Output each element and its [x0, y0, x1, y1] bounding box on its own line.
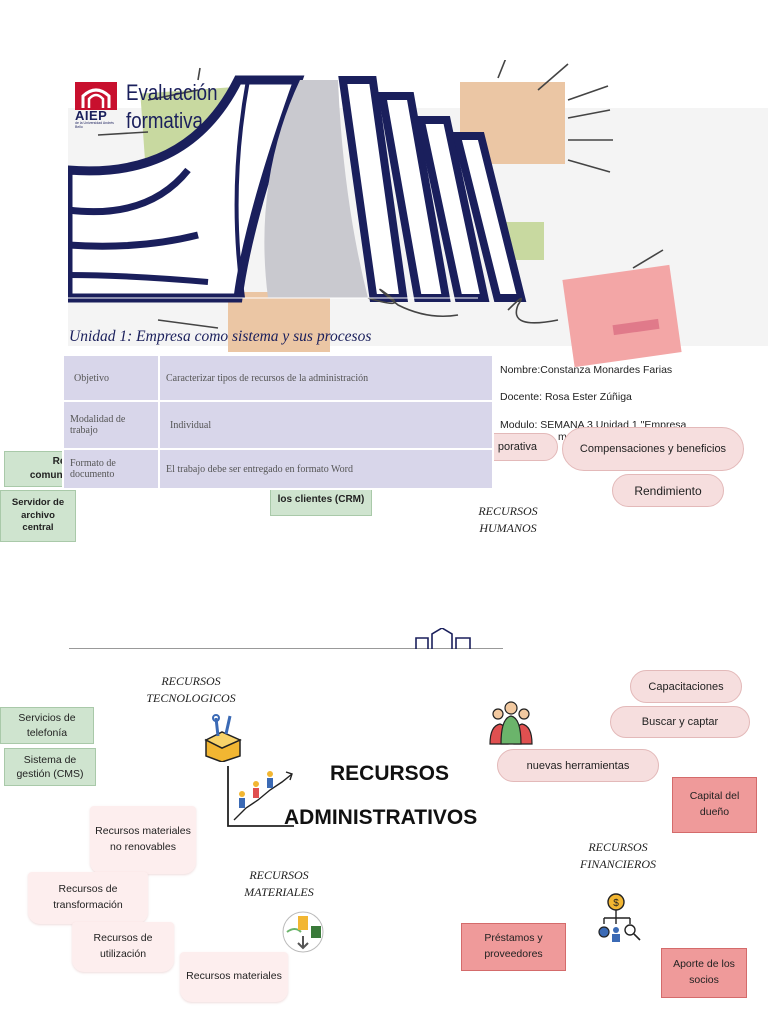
capital-dueno-box: Capital del dueño [672, 777, 757, 833]
materiales-box: Recursos materiales [180, 952, 288, 1002]
aporte-socios-box: Aporte de los socios [661, 948, 747, 998]
building-icon [415, 628, 471, 649]
table-cell-label: Formato de documento [62, 448, 160, 490]
table-cell-value: El trabajo debe ser entregado en formato… [158, 448, 494, 490]
comunicacion-line2: comunic [29, 470, 71, 481]
rendimiento-pill: Rendimiento [612, 474, 724, 507]
telefonia-box: Servicios de telefonía [0, 707, 94, 744]
cms-box: Sistema de gestión (CMS) [4, 748, 96, 786]
transformacion-box: Recursos de transformación [28, 872, 148, 924]
prestamos-box: Préstamos y proveedores [461, 923, 566, 971]
crm-box: los clientes (CRM) [270, 484, 372, 516]
toolbox-icon [204, 714, 242, 762]
financieros-label: RECURSOS FINANCIEROS [580, 840, 656, 872]
aiep-logo-sub: de la Universidad Andrés Bello [75, 121, 114, 129]
buscar-captar-pill: Buscar y captar [610, 706, 750, 738]
materials-icon [282, 911, 324, 953]
people-group-icon [489, 701, 533, 745]
table-cell-label: Modalidad de trabajo [62, 400, 160, 450]
recursos-humanos-label: RECURSOS HUMANOS [478, 504, 538, 536]
svg-text:$: $ [613, 898, 619, 909]
table-row: Objetivo Caracterizar tipos de recursos … [62, 354, 494, 402]
finance-network-icon: $ [598, 893, 641, 942]
main-title-line2: ADMINISTRATIVOS [284, 806, 478, 829]
utilizacion-box: Recursos de utilización [72, 922, 174, 972]
compensaciones-pill: Compensaciones y beneficios [562, 427, 744, 471]
table-cell-value: Individual [158, 400, 494, 450]
unit-title: Unidad 1: Empresa como sistema y sus pro… [69, 328, 372, 345]
table-cell-value: Caracterizar tipos de recursos de la adm… [158, 354, 494, 402]
materiales-no-renovables-box: Recursos materiales no renovables [90, 806, 196, 874]
info-table: Objetivo Caracterizar tipos de recursos … [62, 354, 494, 490]
aiep-logo-text: AIEP [75, 108, 108, 123]
table-row: Modalidad de trabajo Individual [62, 400, 494, 450]
teacher-name: Docente: Rosa Ester Zúñiga [500, 391, 632, 403]
header-title-line1: Evaluación [126, 80, 218, 105]
section-divider [69, 648, 503, 649]
module-info: Modulo: SEMANA 3 Unidad 1 "Empresa [500, 419, 687, 429]
table-cell-label: Objetivo [62, 354, 160, 402]
table-row: Formato de documento El trabajo debe ser… [62, 448, 494, 490]
tecnologicos-label: RECURSOS TECNOLOGICOS [146, 674, 236, 706]
header-banner [63, 57, 768, 440]
nuevas-herramientas-pill: nuevas herramientas [497, 749, 659, 782]
materiales-label: RECURSOS MATERIALES [244, 868, 314, 900]
banner-illustration [63, 57, 768, 368]
growth-steps-icon [227, 766, 294, 827]
student-name: Nombre:Constanza Monardes Farias [500, 364, 673, 376]
main-title-line1: RECURSOS [330, 762, 450, 785]
header-title-line2: formativa [126, 108, 203, 133]
aiep-logo: AIEP de la Universidad Andrés Bello [75, 82, 117, 129]
comunicacion-line1: Rec [52, 456, 71, 467]
servidor-box: Servidor de archivo central [0, 490, 76, 542]
corporativa-pill: porativa [480, 433, 558, 461]
aiep-logo-icon [75, 82, 117, 110]
capacitaciones-pill: Capacitaciones [630, 670, 742, 703]
